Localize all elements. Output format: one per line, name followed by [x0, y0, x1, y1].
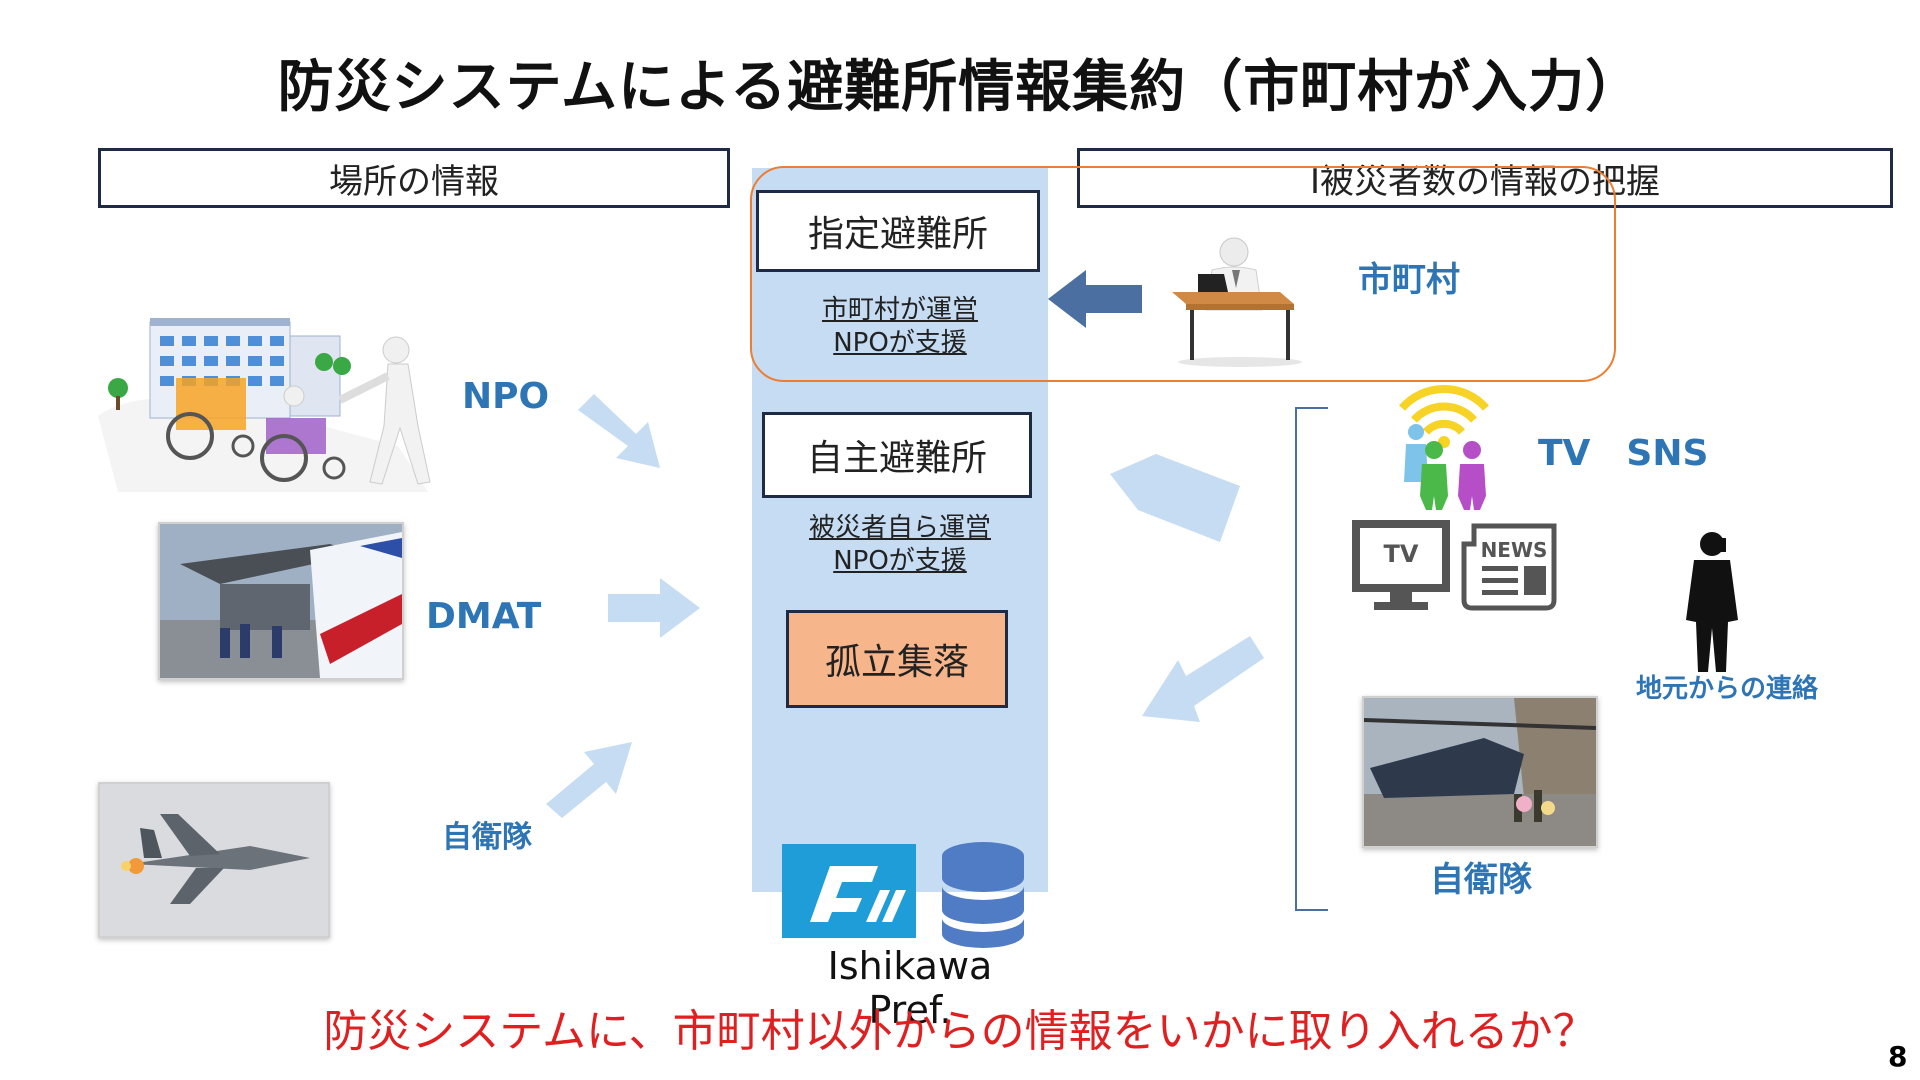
isolated-village-box: 孤立集落 — [786, 610, 1008, 708]
page-number: 8 — [1888, 1040, 1908, 1073]
npo-welfare-image — [98, 296, 470, 492]
sources-bracket — [1292, 406, 1330, 912]
voluntary-shelter-note-line2: NPOが支援 — [833, 546, 967, 576]
arrow-local-to-center — [1142, 636, 1264, 722]
dmat-photo — [158, 522, 404, 680]
voluntary-shelter-note-line1: 被災者自ら運営 — [808, 513, 991, 543]
arrow-left-dark — [1048, 270, 1142, 328]
designated-shelter-note-line1: 市町村が運営 — [821, 295, 978, 325]
designated-shelter-note: 市町村が運営 NPOが支援 — [752, 294, 1048, 360]
newspaper-icon-text: NEWS — [1480, 538, 1548, 562]
npo-label: NPO — [462, 376, 550, 417]
sns-people-icon — [1394, 364, 1494, 510]
office-worker-icon — [1168, 234, 1306, 368]
arrow-dmat-to-center — [608, 578, 700, 638]
ishikawa-logo-icon — [782, 844, 916, 938]
designated-shelter-box: 指定避難所 — [756, 190, 1040, 272]
sdf-label-right: 自衛隊 — [1430, 860, 1532, 900]
tv-icon: TV — [1352, 520, 1450, 612]
sdf-jet-photo — [98, 782, 330, 938]
phone-person-icon — [1680, 530, 1746, 672]
arrow-media-to-center — [1110, 454, 1240, 542]
designated-shelter-note-line2: NPOが支援 — [833, 328, 967, 358]
shelter-column — [752, 168, 1048, 892]
arrow-sdf-to-center — [546, 742, 636, 818]
logo-caption: Ishikawa Pref. — [827, 944, 993, 1032]
newspaper-icon: NEWS — [1460, 520, 1560, 612]
voluntary-shelter-box: 自主避難所 — [762, 412, 1032, 498]
page-title: 防災システムによる避難所情報集約（市町村が入力） — [277, 55, 1643, 120]
municipality-input-frame — [750, 166, 1616, 382]
location-info-header: 場所の情報 — [98, 148, 730, 208]
database-icon — [940, 840, 1026, 950]
voluntary-shelter-note: 被災者自ら運営 NPOが支援 — [752, 512, 1048, 578]
local-contact-label: 地元からの連絡 — [1636, 674, 1819, 704]
tv-sns-label: TV SNS — [1538, 433, 1709, 474]
municipality-label: 市町村 — [1358, 260, 1460, 300]
victim-count-header: I被災者数の情報の把握 — [1077, 148, 1893, 208]
arrow-npo-to-center — [578, 394, 668, 470]
bottom-question: 防災システムに、市町村以外からの情報をいかに取り入れるか？ — [323, 1006, 1597, 1057]
dmat-label: DMAT — [426, 596, 542, 637]
tv-icon-text: TV — [1383, 540, 1419, 568]
sdf-label-left: 自衛隊 — [442, 820, 532, 855]
sdf-helicopter-photo — [1362, 696, 1598, 848]
